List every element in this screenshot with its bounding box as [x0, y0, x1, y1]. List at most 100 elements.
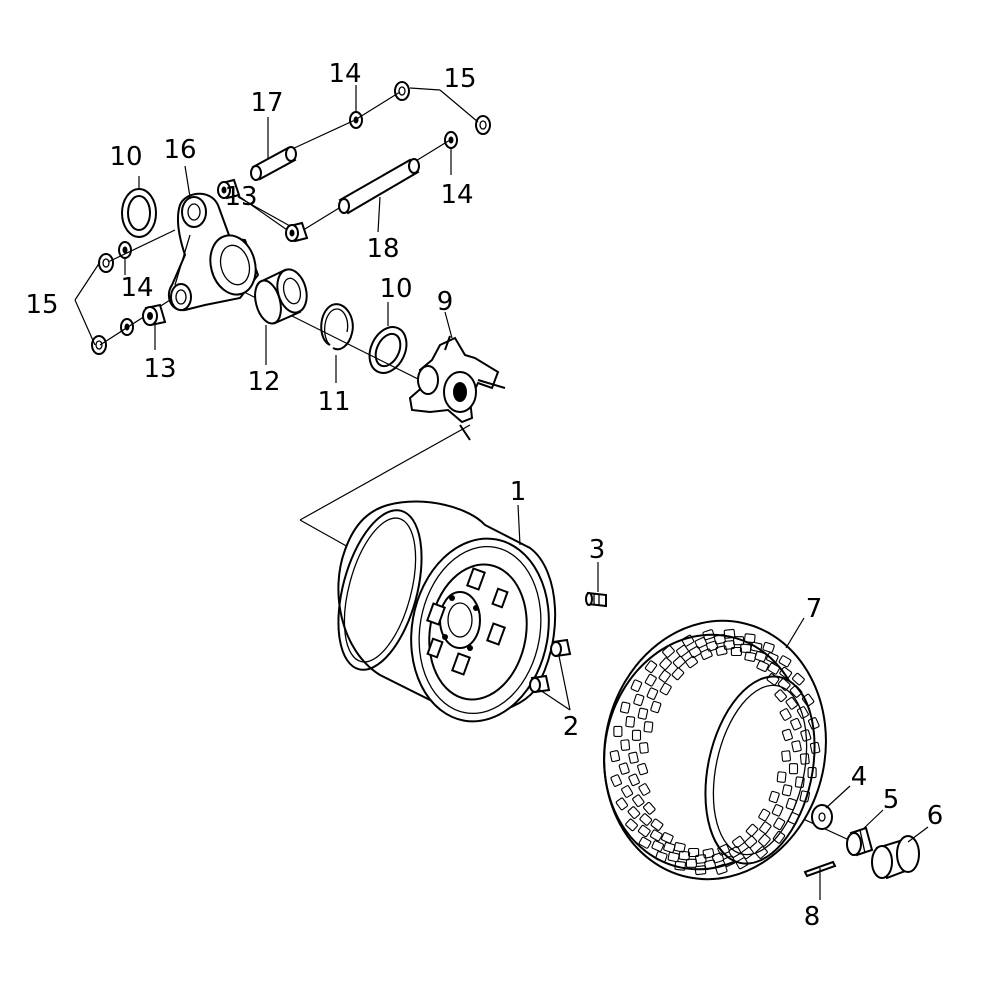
- circlip-11: [320, 303, 354, 351]
- tread-block: [789, 685, 803, 698]
- tread-block: [650, 818, 664, 831]
- tread-block: [759, 821, 772, 835]
- knuckle-16: [167, 192, 260, 312]
- label-part-5: 5: [883, 785, 900, 815]
- tread-block: [781, 784, 793, 797]
- label-part-4: 4: [851, 762, 868, 792]
- valve-stem-3: [585, 591, 607, 608]
- nut-14-right: [444, 131, 458, 149]
- tread-block: [778, 655, 792, 668]
- washer-15-top-right: [475, 115, 491, 135]
- label-part-9: 9: [437, 287, 454, 317]
- tread-block: [694, 637, 708, 649]
- tread-block: [711, 852, 725, 864]
- tire-tread: [609, 628, 821, 876]
- tread-block: [631, 729, 642, 741]
- tread-block: [744, 633, 756, 644]
- label-part-13-upper: 13: [224, 182, 257, 212]
- pin-17: [250, 146, 297, 181]
- tread-block: [732, 835, 745, 849]
- seal-10-lower: [368, 326, 408, 374]
- seal-10-upper: [121, 188, 157, 238]
- tread-block: [688, 847, 700, 858]
- tread-block: [609, 750, 621, 763]
- tread-block: [637, 762, 649, 776]
- washer-15-left-upper: [98, 253, 114, 273]
- tread-block: [728, 846, 742, 858]
- tread-block: [639, 813, 653, 826]
- tread-block: [808, 717, 820, 730]
- tread-block: [674, 860, 686, 871]
- tread-block: [638, 742, 649, 754]
- tread-block: [744, 651, 757, 662]
- tread-block: [777, 678, 791, 691]
- tread-block: [809, 741, 821, 754]
- nut-14-top: [349, 111, 363, 129]
- bushing-13-mid: [285, 221, 309, 243]
- tread-block: [643, 721, 654, 733]
- tread-block: [787, 812, 800, 825]
- tread-block: [671, 667, 685, 681]
- tread-block: [799, 753, 810, 765]
- tread-block: [627, 806, 641, 819]
- rim-1: [337, 500, 557, 723]
- tread-block: [766, 652, 779, 664]
- tread-block: [658, 669, 671, 683]
- tread-block: [651, 840, 664, 852]
- tread-block: [700, 648, 713, 660]
- tread-block: [741, 846, 754, 860]
- label-part-13-lower: 13: [143, 354, 176, 384]
- label-part-1: 1: [510, 477, 527, 507]
- tread-block: [750, 641, 763, 653]
- tread-block: [644, 660, 658, 674]
- tread-block: [628, 751, 639, 764]
- tread-block: [688, 646, 702, 658]
- tread-block: [659, 682, 672, 696]
- tread-block: [772, 830, 786, 844]
- bearing-12: [254, 268, 308, 325]
- tread-block: [762, 641, 775, 653]
- label-part-16: 16: [163, 135, 196, 165]
- tread-block: [637, 824, 651, 838]
- tread-block: [661, 832, 674, 844]
- tread-block: [790, 717, 802, 731]
- tread-block: [649, 829, 663, 842]
- tread-block: [715, 863, 728, 875]
- tread-block: [618, 762, 630, 775]
- tread-block: [644, 673, 657, 687]
- label-part-10-upper: 10: [109, 142, 142, 172]
- tread-block: [713, 634, 726, 645]
- label-part-15-top: 15: [443, 64, 476, 94]
- washer-15-top-left: [394, 81, 410, 101]
- tread-block: [773, 817, 786, 831]
- tread-block: [785, 696, 798, 710]
- label-part-14-top: 14: [328, 59, 361, 89]
- tread-block: [796, 706, 809, 719]
- lug-nut-2-upper: [550, 638, 572, 658]
- dust-cap-6: [871, 835, 920, 880]
- tread-block: [633, 693, 645, 707]
- tread-block: [768, 790, 780, 804]
- tread-block: [702, 848, 715, 859]
- tread-block: [799, 790, 811, 803]
- bushing-13-left: [142, 303, 167, 327]
- tread-block: [744, 835, 758, 849]
- tread-block: [776, 771, 787, 783]
- tread-block: [621, 785, 634, 798]
- tread-block: [767, 662, 781, 675]
- tread-block: [717, 844, 730, 856]
- tread-block: [628, 773, 640, 787]
- tread-block: [705, 640, 719, 652]
- tread-block: [672, 655, 686, 669]
- tread-block: [801, 693, 815, 707]
- label-part-12: 12: [247, 367, 280, 397]
- tread-block: [704, 859, 717, 870]
- castle-nut-5: [846, 826, 874, 857]
- nut-14-left-upper: [118, 241, 132, 259]
- tread-block: [702, 629, 715, 641]
- nut-14-left-lower: [120, 318, 134, 336]
- hub-flange-9: [408, 335, 506, 441]
- tread-block: [694, 865, 707, 876]
- label-part-7: 7: [806, 594, 823, 624]
